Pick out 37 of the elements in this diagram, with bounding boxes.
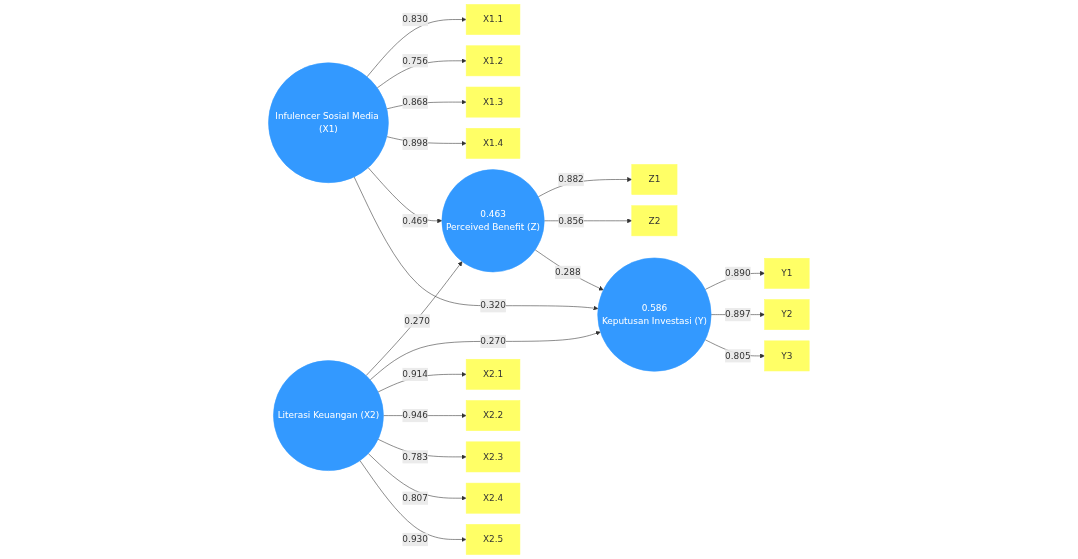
edge-label: 0.898 [402,137,429,149]
node-box: X2.4 [466,482,521,514]
edge-label: 0.469 [402,215,429,226]
edge-label: 0.897 [725,309,751,320]
edge-label: 0.856 [558,215,584,226]
edge-label: 0.914 [402,368,429,380]
edge-label: 0.288 [555,266,581,278]
edge-label: 0.320 [480,300,507,311]
edge-label: 0.270 [480,335,507,347]
node-box: X1.1 [466,4,521,35]
node-circle: 0.463 Perceived Benefit (Z) [441,169,545,273]
node-box: X2.1 [466,359,521,390]
node-box: X1.3 [466,86,521,118]
node-box: X2.3 [466,441,521,473]
edge-label: 0.946 [402,410,429,421]
edge-label: 0.805 [725,350,751,361]
edge-label: 0.830 [402,13,429,25]
node-box: Y2 [764,299,810,330]
edge-label: 0.783 [402,451,429,462]
edge-label: 0.890 [725,267,751,279]
node-box: Y1 [764,258,810,289]
node-box: X1.2 [466,45,521,77]
node-circle: Literasi Keuangan (X2) [273,360,384,471]
edge-label: 0.882 [558,173,584,185]
edge-label: 0.930 [402,533,429,545]
node-box: Y3 [764,340,810,372]
node-box: Z2 [631,205,678,237]
edge-label: 0.756 [402,55,429,66]
node-box: X2.5 [466,524,521,555]
node-circle: Infulencer Sosial Media (X1) [268,62,389,183]
node-box: X2.2 [466,400,521,431]
edge-label: 0.807 [402,492,429,504]
node-box: Z1 [631,164,678,195]
node-circle: 0.586 Keputusan Investasi (Y) [597,257,712,372]
node-box: X1.4 [466,128,521,159]
edge-label: 0.868 [402,96,429,108]
edge-label: 0.270 [404,315,431,327]
